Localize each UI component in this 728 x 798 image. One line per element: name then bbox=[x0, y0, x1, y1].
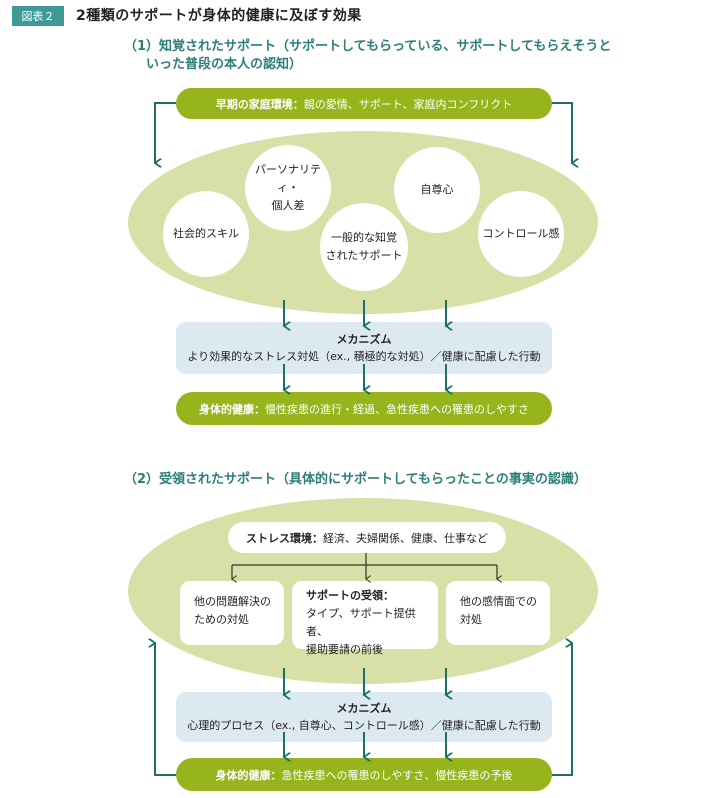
box-support-received-title: サポートの受領： bbox=[306, 589, 394, 602]
section2-mechanism-title: メカニズム bbox=[336, 702, 392, 715]
circle-self-esteem-label: 自尊心 bbox=[420, 183, 454, 196]
stress-environment-text: 経済、夫婦関係、健康、仕事など bbox=[323, 531, 488, 545]
arrow-health-left bbox=[155, 643, 176, 776]
section1-title-line1: （1）知覚されたサポート（サポートしてもらっている、サポートしてもらえそうと bbox=[124, 39, 612, 54]
section2-health-label: 身体的健康： bbox=[215, 768, 282, 782]
arrow-env-left bbox=[155, 102, 176, 163]
box-other-problem-solving: 他の問題解決の ための対処 bbox=[180, 581, 284, 645]
stress-environment-label: ストレス環境： bbox=[246, 531, 323, 545]
circle-self-esteem: 自尊心 bbox=[394, 147, 480, 233]
box-support-received-line2: 援助要請の前後 bbox=[306, 643, 383, 656]
box-other-emotional-coping: 他の感情面での 対処 bbox=[446, 581, 550, 645]
section1-title-line2: いった普段の本人の認知） bbox=[146, 57, 303, 72]
figure-title: 2種類のサポートが身体的健康に及ぼす効果 bbox=[76, 8, 362, 24]
circle-social-skill: 社会的スキル bbox=[163, 191, 249, 277]
box-other-problem-solving-line1: 他の問題解決の bbox=[194, 595, 271, 608]
section1-title: （1）知覚されたサポート（サポートしてもらっている、サポートしてもらえそうと い… bbox=[124, 38, 611, 74]
box-other-problem-solving-line2: ための対処 bbox=[194, 613, 249, 626]
circle-control: コントロール感 bbox=[478, 191, 564, 277]
early-environment-pill: 早期の家庭環境：親の愛情、サポート、家庭内コンフリクト bbox=[176, 88, 552, 119]
circle-personality-line1: パーソナリティ・ bbox=[255, 163, 321, 194]
section1-mechanism-text: より効果的なストレス対処（ex., 積極的な対処）／健康に配慮した行動 bbox=[187, 350, 541, 363]
figure-badge: 図表２ bbox=[12, 6, 64, 26]
circle-social-skill-label: 社会的スキル bbox=[173, 227, 239, 240]
section2-mechanism-box: メカニズム 心理的プロセス（ex., 自尊心、コントロール感）／健康に配慮した行… bbox=[176, 692, 552, 742]
section2-title: （2）受領されたサポート（具体的にサポートしてもらったことの事実の認識） bbox=[124, 472, 587, 487]
section1-health-label: 身体的健康： bbox=[199, 402, 266, 416]
box-other-emotional-coping-line2: 対処 bbox=[460, 613, 482, 626]
early-environment-text: 親の愛情、サポート、家庭内コンフリクト bbox=[303, 97, 513, 111]
box-other-emotional-coping-line1: 他の感情面での bbox=[460, 595, 537, 608]
stress-environment-pill: ストレス環境：経済、夫婦関係、健康、仕事など bbox=[228, 522, 506, 553]
section2-health-text: 急性疾患への罹患のしやすさ、慢性疾患の予後 bbox=[281, 768, 513, 782]
section2-mechanism-text: 心理的プロセス（ex., 自尊心、コントロール感）／健康に配慮した行動 bbox=[187, 719, 541, 732]
box-support-received: サポートの受領： タイプ、サポート提供者、 援助要請の前後 bbox=[292, 581, 438, 656]
section2-health-pill: 身体的健康：急性疾患への罹患のしやすさ、慢性疾患の予後 bbox=[176, 758, 552, 791]
circle-general-support-line2: されたサポート bbox=[325, 249, 403, 262]
arrow-env-right bbox=[552, 102, 572, 163]
section1-health-text: 慢性疾患の進行・経過、急性疾患への罹患のしやすさ bbox=[265, 402, 529, 416]
circle-personality-line2: 個人差 bbox=[271, 199, 305, 212]
circle-general-support-line1: 一般的な知覚 bbox=[331, 231, 397, 244]
circle-control-label: コントロール感 bbox=[482, 227, 560, 240]
box-support-received-line1: タイプ、サポート提供者、 bbox=[306, 607, 416, 638]
circle-general-support: 一般的な知覚 されたサポート bbox=[320, 203, 408, 291]
circle-personality: パーソナリティ・ 個人差 bbox=[245, 145, 331, 231]
section1-mechanism-title: メカニズム bbox=[336, 333, 392, 346]
early-environment-label: 早期の家庭環境： bbox=[215, 97, 304, 111]
arrow-health-right bbox=[552, 643, 572, 776]
section1-health-pill: 身体的健康：慢性疾患の進行・経過、急性疾患への罹患のしやすさ bbox=[176, 392, 552, 425]
